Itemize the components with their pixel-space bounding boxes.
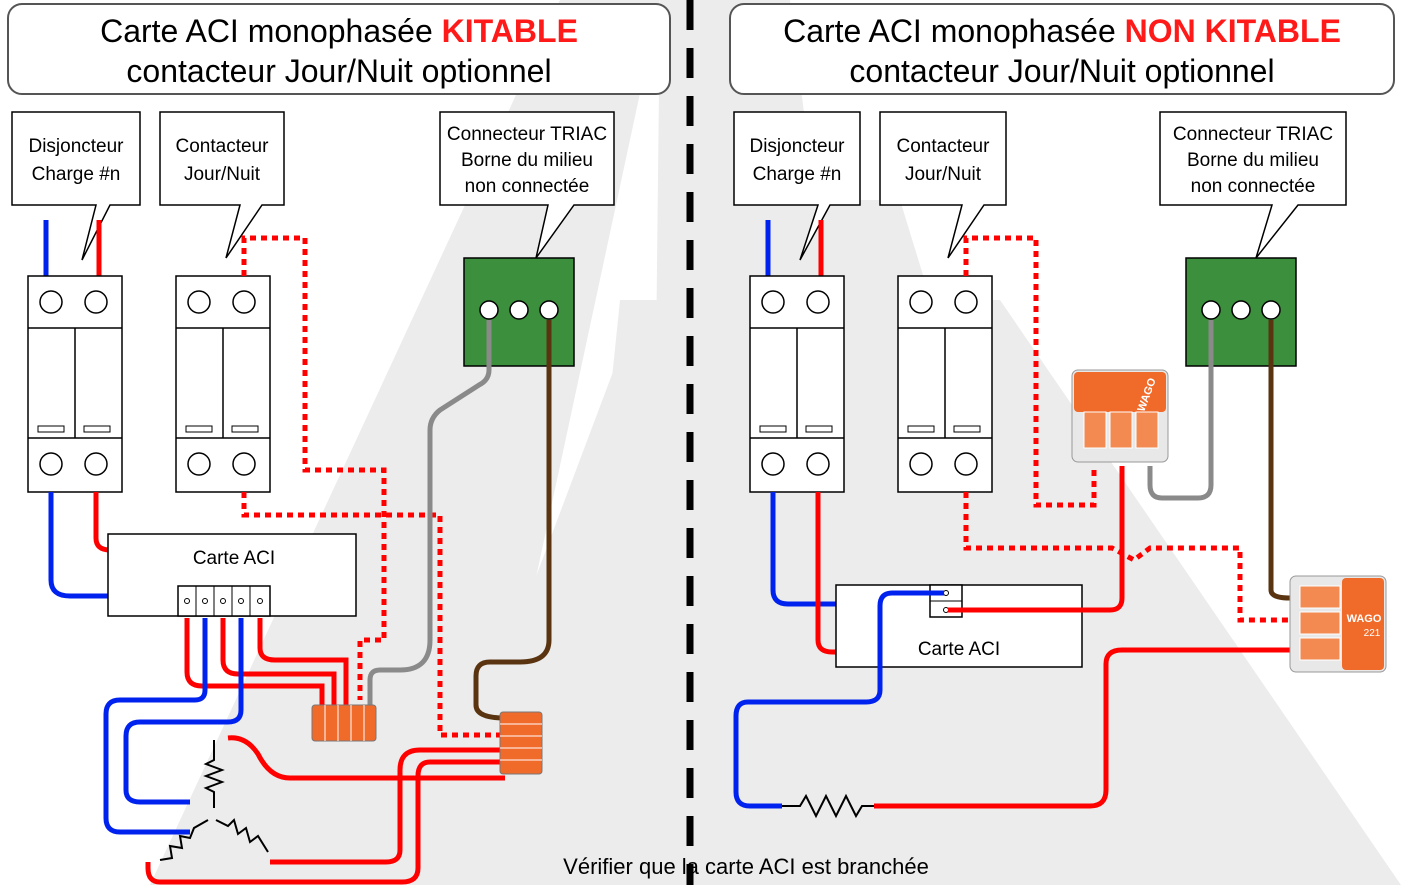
callout-triac: Connecteur TRIAC Borne du milieu non con…	[439, 111, 615, 259]
callout-triac-right: Connecteur TRIAC Borne du milieu non con…	[1159, 111, 1347, 259]
svg-text:Charge #n: Charge #n	[32, 164, 121, 185]
triac-connector	[463, 257, 575, 367]
svg-text:Jour/Nuit: Jour/Nuit	[184, 164, 261, 185]
svg-text:Contacteur: Contacteur	[176, 136, 270, 157]
breaker-device	[27, 275, 123, 493]
svg-text:Borne du milieu: Borne du milieu	[1187, 150, 1319, 171]
contactor-device	[175, 275, 271, 493]
svg-text:Carte ACI: Carte ACI	[193, 548, 275, 569]
svg-text:Disjoncteur: Disjoncteur	[749, 136, 845, 157]
right-wago-221-top: WAGO	[1071, 369, 1169, 463]
svg-text:Connecteur TRIAC: Connecteur TRIAC	[1173, 124, 1333, 145]
left-load-resistors	[159, 740, 269, 861]
right-panel: Carte ACI monophasée NON KITABLE contact…	[729, 3, 1395, 819]
left-panel: Carte ACI monophasée KITABLE contacteur …	[7, 3, 671, 885]
callout-contactor: Contacteur Jour/Nuit	[159, 111, 285, 259]
svg-text:Connecteur TRIAC: Connecteur TRIAC	[447, 124, 607, 145]
footer-note: Vérifier que la carte ACI est branchée	[563, 854, 929, 879]
left-title-line1: Carte ACI monophasée KITABLE	[100, 13, 578, 49]
svg-text:221: 221	[1364, 628, 1381, 639]
svg-text:non connectée: non connectée	[465, 176, 590, 197]
left-wago-5way-load	[499, 711, 543, 775]
svg-text:Charge #n: Charge #n	[753, 164, 842, 185]
svg-text:non connectée: non connectée	[1191, 176, 1316, 197]
breaker-device-right	[749, 275, 845, 493]
right-load-resistor	[782, 793, 874, 819]
svg-text:Borne du milieu: Borne du milieu	[461, 150, 593, 171]
svg-text:Jour/Nuit: Jour/Nuit	[905, 164, 982, 185]
svg-text:Contacteur: Contacteur	[897, 136, 991, 157]
right-wago-221-side: WAGO 221	[1289, 575, 1387, 673]
left-aci-card: Carte ACI	[107, 533, 357, 617]
right-title-line2: contacteur Jour/Nuit optionnel	[849, 53, 1274, 89]
left-title-box	[7, 3, 671, 95]
left-wago-5way	[311, 704, 377, 742]
svg-text:WAGO: WAGO	[1347, 613, 1382, 625]
contactor-device-right	[897, 275, 993, 493]
right-title-box	[729, 3, 1395, 95]
svg-text:Disjoncteur: Disjoncteur	[28, 136, 124, 157]
right-aci-card: Carte ACI	[835, 584, 1083, 668]
svg-text:Carte ACI: Carte ACI	[918, 639, 1000, 660]
callout-breaker: Disjoncteur Charge #n	[11, 111, 141, 261]
left-title-line2: contacteur Jour/Nuit optionnel	[126, 53, 551, 89]
callout-breaker-right: Disjoncteur Charge #n	[733, 111, 861, 261]
right-title-line1: Carte ACI monophasée NON KITABLE	[783, 13, 1341, 49]
triac-connector-right	[1185, 257, 1297, 367]
callout-contactor-right: Contacteur Jour/Nuit	[879, 111, 1007, 259]
